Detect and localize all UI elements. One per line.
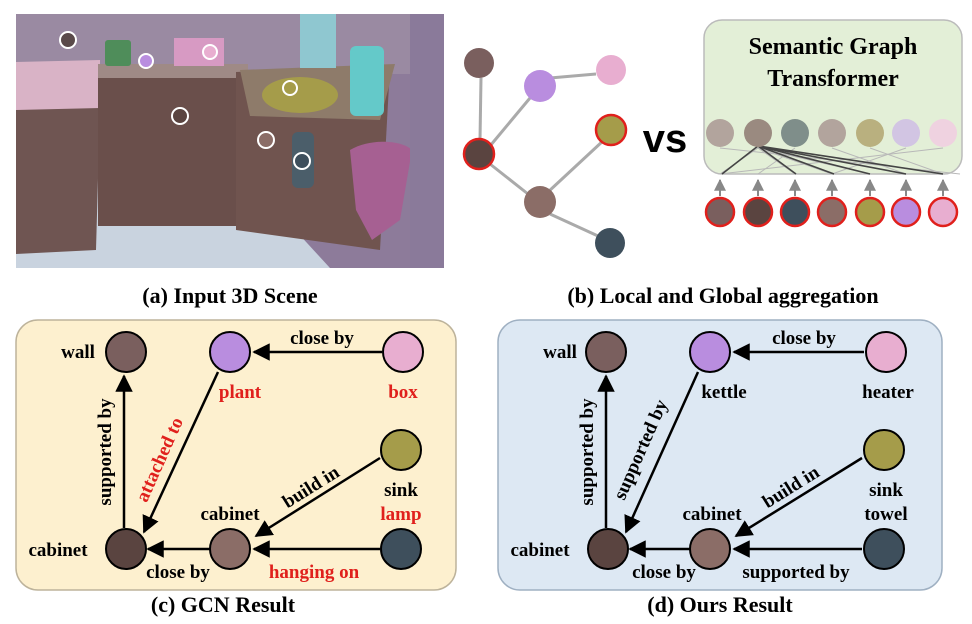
token-in-4	[816, 196, 848, 228]
ours-label-towel: towel	[864, 504, 907, 525]
ours-label-heater: heater	[862, 382, 914, 403]
ours-node-sink	[863, 429, 905, 471]
local-node-wall	[464, 48, 494, 78]
token-top-7	[929, 119, 957, 147]
local-node-cabinet-mid	[524, 186, 556, 218]
local-node-box	[596, 55, 626, 85]
ours-panel: wall kettle heater sink towel cabinet ca…	[497, 319, 943, 591]
gcn-panel: wall plant box sink lamp cabinet cabinet…	[15, 319, 457, 591]
token-in-5	[854, 196, 886, 228]
gcn-node-cabinet-left	[105, 528, 147, 570]
ours-edge-close-by-bottom: close by	[632, 562, 696, 583]
local-graph	[462, 48, 628, 258]
token-top-4	[818, 119, 846, 147]
ours-edge-supported-by-bottom: supported by	[742, 562, 850, 583]
ours-node-heater	[865, 331, 907, 373]
scene-image	[16, 14, 444, 268]
transformer-block: Semantic Graph Transformer	[703, 19, 963, 175]
gcn-node-box	[382, 331, 424, 373]
ours-edge-close-by-top: close by	[772, 328, 836, 349]
token-in-2	[742, 196, 774, 228]
gcn-edge-hanging-on: hanging on	[269, 562, 360, 583]
caption-d: (d) Ours Result	[647, 592, 793, 617]
vs-label: vs	[643, 117, 688, 161]
caption-b: (b) Local and Global aggregation	[567, 283, 878, 308]
local-node-lamp	[595, 228, 625, 258]
gcn-node-plant	[209, 331, 251, 373]
transformer-title-line2: Transformer	[767, 66, 899, 92]
ours-label-kettle: kettle	[701, 382, 746, 403]
gcn-label-plant: plant	[219, 382, 262, 403]
token-top-3	[781, 119, 809, 147]
gcn-node-sink	[380, 429, 422, 471]
ours-node-kettle	[689, 331, 731, 373]
gcn-label-sink: sink	[384, 480, 418, 501]
caption-a: (a) Input 3D Scene	[142, 283, 318, 308]
ours-node-cabinet-mid	[689, 528, 731, 570]
gcn-edge-close-by-top: close by	[290, 328, 354, 349]
gcn-label-wall: wall	[61, 342, 95, 363]
token-in-3	[779, 196, 811, 228]
token-top-5	[856, 119, 884, 147]
transformer-title-line1: Semantic Graph	[749, 34, 918, 60]
ours-label-cabinet-left: cabinet	[510, 540, 570, 561]
token-top-2	[744, 119, 772, 147]
local-node-plant	[524, 70, 556, 102]
gcn-node-lamp	[380, 528, 422, 570]
token-top-6	[892, 119, 920, 147]
gcn-label-lamp: lamp	[380, 504, 421, 525]
ours-node-towel	[863, 528, 905, 570]
ours-edge-supported-by-left: supported by	[577, 398, 598, 506]
ours-label-wall: wall	[543, 342, 577, 363]
token-top-1	[706, 119, 734, 147]
local-node-sink	[594, 113, 628, 147]
gcn-label-cabinet-left: cabinet	[28, 540, 88, 561]
gcn-node-wall	[105, 331, 147, 373]
ours-label-cabinet-mid: cabinet	[682, 504, 742, 525]
ours-node-cabinet-left	[587, 528, 629, 570]
input-tokens	[704, 178, 959, 228]
gcn-node-cabinet-mid	[209, 528, 251, 570]
token-in-1	[704, 196, 736, 228]
gcn-label-cabinet-mid: cabinet	[200, 504, 260, 525]
gcn-edge-supported-by: supported by	[95, 398, 116, 506]
ours-label-sink: sink	[869, 480, 903, 501]
local-node-cabinet	[462, 137, 496, 171]
token-in-6	[890, 196, 922, 228]
token-in-7	[927, 196, 959, 228]
gcn-label-box: box	[388, 382, 418, 403]
gcn-edge-close-by-bottom: close by	[146, 562, 210, 583]
ours-node-wall	[585, 331, 627, 373]
caption-c: (c) GCN Result	[151, 592, 296, 617]
